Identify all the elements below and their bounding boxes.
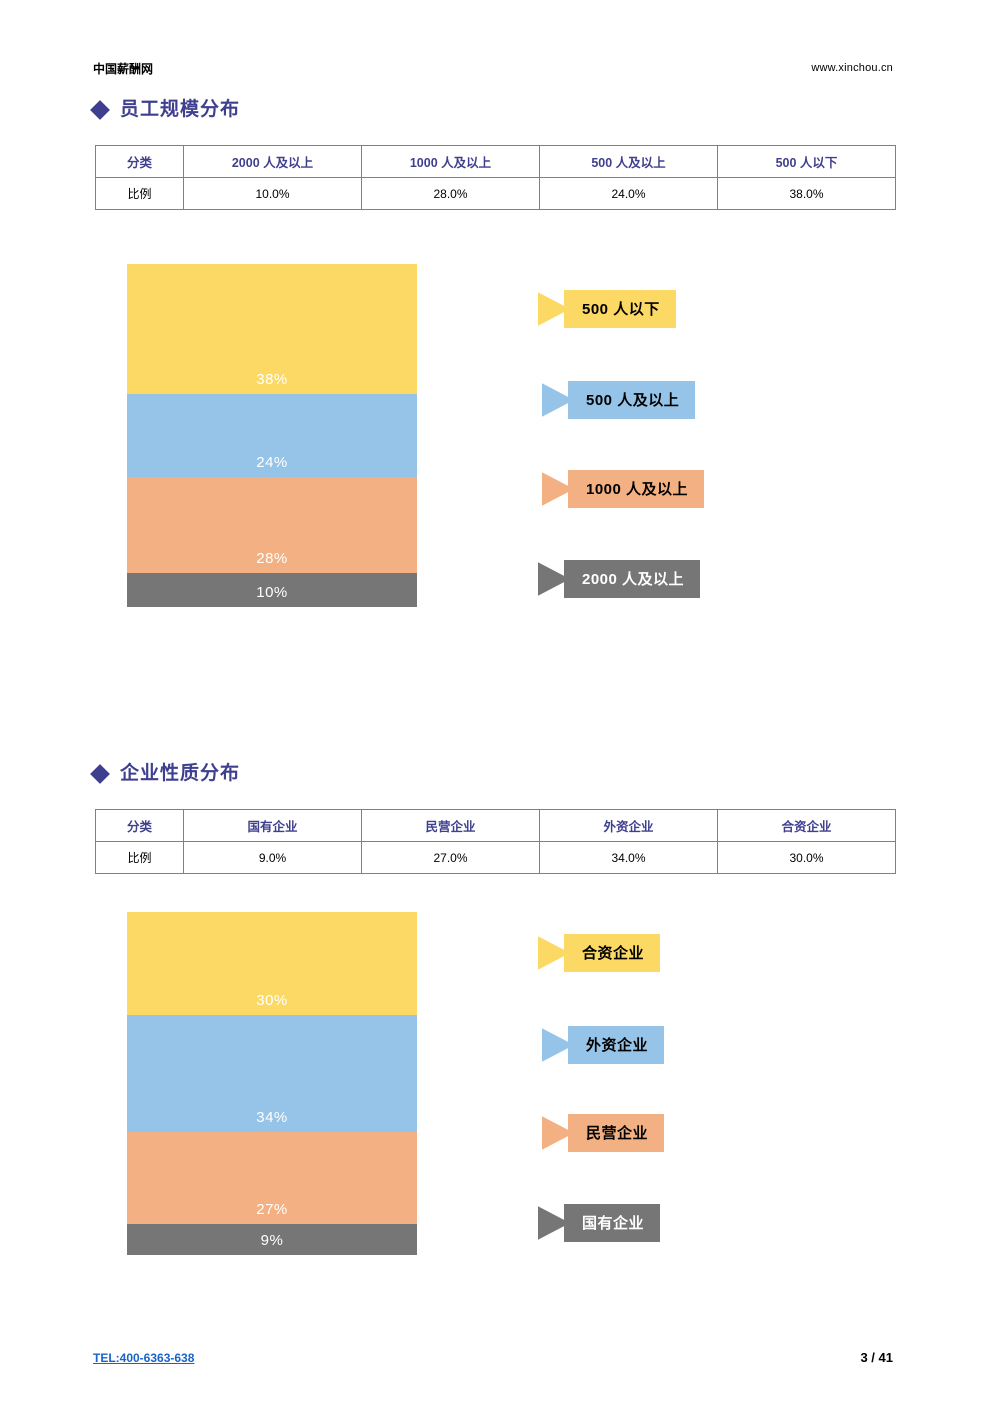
table-header-cell: 500 人及以上 bbox=[539, 145, 718, 178]
bar-segment-gray: 10% bbox=[127, 572, 417, 607]
table-cell: 27.0% bbox=[361, 841, 540, 874]
tel-link[interactable]: TEL:400-6363-638 bbox=[93, 1350, 195, 1365]
bar-segment-label: 10% bbox=[256, 583, 288, 601]
page-header: 中国薪酬网 www.xinchou.cn bbox=[93, 58, 893, 78]
stacked-bar-chart-1: 38% 24% 28% 10% bbox=[127, 264, 417, 607]
table-row-header: 分类 国有企业 民营企业 外资企业 合资企业 bbox=[95, 809, 896, 842]
chart-legend-1: 500 人以下 500 人及以上 1000 人及以上 2000 人及以上 bbox=[538, 264, 798, 607]
table-cell: 10.0% bbox=[183, 177, 362, 210]
section-title-1: 员工规模分布 bbox=[120, 99, 241, 120]
legend-label: 外资企业 bbox=[586, 1036, 649, 1054]
page-footer: TEL:400-6363-638 3 / 41 bbox=[93, 1350, 893, 1365]
legend-item-orange[interactable]: 民营企业 bbox=[542, 1114, 665, 1152]
section-heading-2: 企业性质分布 bbox=[90, 763, 241, 784]
table-cell: 比例 bbox=[95, 841, 184, 874]
legend-item-blue[interactable]: 500 人及以上 bbox=[542, 381, 696, 419]
legend-label-box: 2000 人及以上 bbox=[564, 560, 701, 598]
table-header-cell: 外资企业 bbox=[539, 809, 718, 842]
bar-segment-label: 28% bbox=[256, 549, 288, 567]
legend-item-yellow[interactable]: 合资企业 bbox=[538, 934, 661, 972]
legend-label-box: 500 人及以上 bbox=[568, 381, 696, 419]
table-cell: 9.0% bbox=[183, 841, 362, 874]
table-header-cell: 1000 人及以上 bbox=[361, 145, 540, 178]
table-cell: 28.0% bbox=[361, 177, 540, 210]
section-heading-1: 员工规模分布 bbox=[90, 99, 241, 120]
legend-label-box: 外资企业 bbox=[568, 1026, 665, 1064]
section-title-2: 企业性质分布 bbox=[120, 763, 241, 784]
table-cell: 24.0% bbox=[539, 177, 718, 210]
legend-label-box: 500 人以下 bbox=[564, 290, 676, 328]
legend-label: 2000 人及以上 bbox=[582, 570, 685, 588]
legend-item-orange[interactable]: 1000 人及以上 bbox=[542, 470, 705, 508]
legend-label: 500 人以下 bbox=[582, 300, 660, 318]
table-header-cell: 分类 bbox=[95, 145, 184, 178]
bar-segment-gray: 9% bbox=[127, 1224, 417, 1255]
data-table-1: 分类 2000 人及以上 1000 人及以上 500 人及以上 500 人以下 … bbox=[95, 145, 896, 210]
bar-segment-orange: 27% bbox=[127, 1131, 417, 1225]
bar-segment-yellow: 30% bbox=[127, 912, 417, 1015]
table-header-cell: 500 人以下 bbox=[717, 145, 896, 178]
table-header-cell: 分类 bbox=[95, 809, 184, 842]
bar-segment-label: 38% bbox=[256, 371, 288, 389]
legend-item-blue[interactable]: 外资企业 bbox=[542, 1026, 665, 1064]
bar-segment-orange: 28% bbox=[127, 476, 417, 573]
bar-segment-label: 34% bbox=[256, 1108, 288, 1126]
legend-item-gray[interactable]: 2000 人及以上 bbox=[538, 560, 701, 598]
table-header-cell: 民营企业 bbox=[361, 809, 540, 842]
legend-label-box: 1000 人及以上 bbox=[568, 470, 705, 508]
table-cell: 30.0% bbox=[717, 841, 896, 874]
legend-label-box: 民营企业 bbox=[568, 1114, 665, 1152]
diamond-bullet-icon bbox=[90, 763, 110, 784]
bar-segment-blue: 24% bbox=[127, 394, 417, 477]
table-row: 比例 9.0% 27.0% 34.0% 30.0% bbox=[95, 841, 896, 874]
site-brand: 中国薪酬网 bbox=[93, 61, 154, 76]
legend-label: 1000 人及以上 bbox=[586, 480, 689, 498]
page-number: 3 / 41 bbox=[860, 1350, 893, 1365]
legend-label-box: 国有企业 bbox=[564, 1204, 661, 1242]
legend-label-box: 合资企业 bbox=[564, 934, 661, 972]
bar-segment-label: 24% bbox=[256, 453, 288, 471]
table-row: 比例 10.0% 28.0% 24.0% 38.0% bbox=[95, 177, 896, 210]
legend-label: 国有企业 bbox=[582, 1214, 645, 1232]
table-header-cell: 国有企业 bbox=[183, 809, 362, 842]
table-header-cell: 合资企业 bbox=[717, 809, 896, 842]
legend-label: 合资企业 bbox=[582, 944, 645, 962]
site-url: www.xinchou.cn bbox=[811, 62, 893, 74]
table-row-header: 分类 2000 人及以上 1000 人及以上 500 人及以上 500 人以下 bbox=[95, 145, 896, 178]
legend-item-yellow[interactable]: 500 人以下 bbox=[538, 290, 676, 328]
table-cell: 38.0% bbox=[717, 177, 896, 210]
legend-item-gray[interactable]: 国有企业 bbox=[538, 1204, 661, 1242]
data-table-2: 分类 国有企业 民营企业 外资企业 合资企业 比例 9.0% 27.0% 34.… bbox=[95, 809, 896, 874]
table-cell: 比例 bbox=[95, 177, 184, 210]
bar-segment-blue: 34% bbox=[127, 1014, 417, 1132]
bar-segment-label: 30% bbox=[256, 991, 288, 1009]
bar-segment-label: 9% bbox=[260, 1231, 284, 1249]
table-cell: 34.0% bbox=[539, 841, 718, 874]
legend-label: 民营企业 bbox=[586, 1124, 649, 1142]
bar-segment-label: 27% bbox=[256, 1201, 288, 1219]
stacked-bar-chart-2: 30% 34% 27% 9% bbox=[127, 912, 417, 1255]
bar-segment-yellow: 38% bbox=[127, 264, 417, 395]
diamond-bullet-icon bbox=[90, 99, 110, 120]
chart-legend-2: 合资企业 外资企业 民营企业 国有企业 bbox=[538, 912, 798, 1255]
table-header-cell: 2000 人及以上 bbox=[183, 145, 362, 178]
legend-label: 500 人及以上 bbox=[586, 391, 680, 409]
